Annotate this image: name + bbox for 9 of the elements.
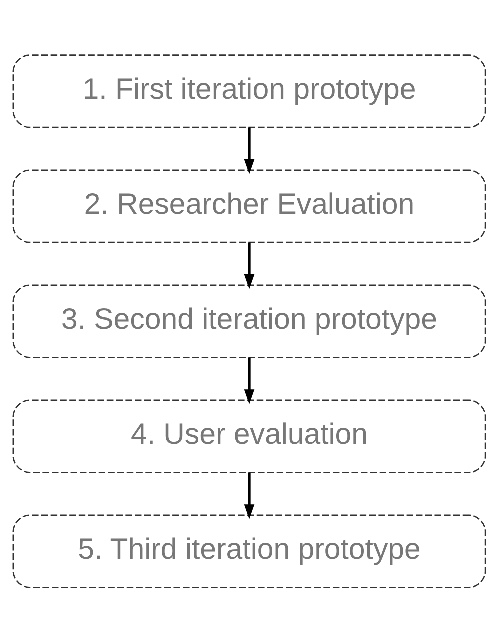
node-box: 2. Researcher Evaluation xyxy=(12,169,486,243)
node-box: 5. Third iteration prototype xyxy=(12,514,486,588)
arrow xyxy=(244,242,255,289)
arrow xyxy=(244,127,255,174)
arrow xyxy=(244,357,255,404)
node-box: 1. First iteration prototype xyxy=(12,54,486,128)
arrow xyxy=(244,472,255,519)
node-box: 4. User evaluation xyxy=(12,399,486,473)
node-box: 3. Second iteration prototype xyxy=(12,284,486,358)
